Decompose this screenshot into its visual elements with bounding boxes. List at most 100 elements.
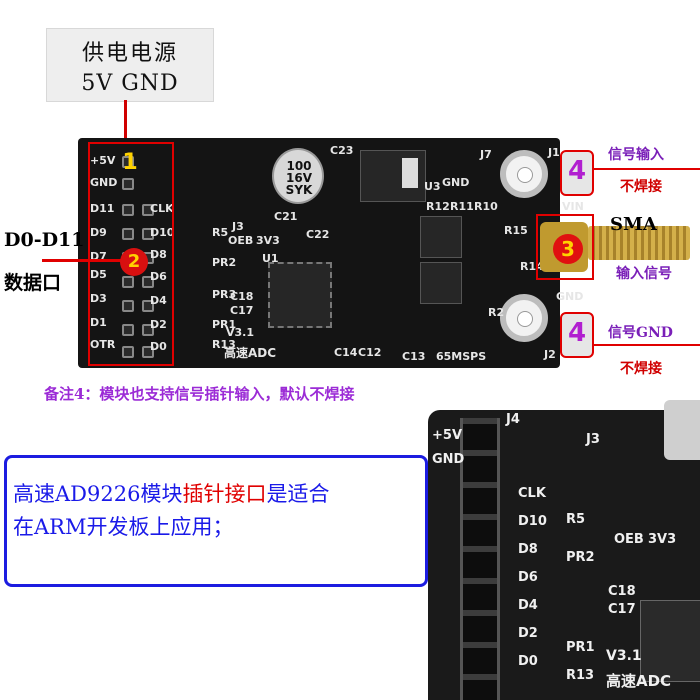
silk-u1: U1 <box>262 252 279 265</box>
adc-chip <box>268 262 332 328</box>
photo-silk-j3: J3 <box>586 432 600 447</box>
power-pins: 5V GND <box>81 71 179 96</box>
callout-3: 3 <box>553 234 583 264</box>
silk-3v3: 3V3 <box>256 234 280 247</box>
header-pin <box>142 276 154 288</box>
photo-silk-version: V3.1 <box>606 648 642 664</box>
silk-j7: J7 <box>480 148 492 161</box>
header-pin <box>122 204 134 216</box>
power-supply-callout: 供电电源 5V GND <box>46 28 214 102</box>
photo-silk-pr2: PR2 <box>566 550 595 565</box>
silk-gnd: GND <box>90 176 118 189</box>
silk-gnd-bottom: GND <box>556 290 584 303</box>
silk-j2: J2 <box>544 348 556 361</box>
silk-d5: D5 <box>90 268 107 281</box>
header-pin <box>142 228 154 240</box>
cap-value: 100 <box>286 159 312 173</box>
silk-r15: R15 <box>504 224 528 237</box>
photo-silk-d4: D4 <box>518 598 538 613</box>
photo-silk-d6: D6 <box>518 570 538 585</box>
opamp-chip <box>420 262 462 304</box>
photo-silk-d2: D2 <box>518 626 538 641</box>
power-pointer-line <box>124 100 127 146</box>
header-pin <box>122 178 134 190</box>
photo-silk-c17: C17 <box>608 602 636 617</box>
header-pin <box>142 300 154 312</box>
signal-input-pointer <box>594 168 700 170</box>
power-title: 供电电源 <box>81 41 178 66</box>
silk-d9: D9 <box>90 226 107 239</box>
photo-silk-r13: R13 <box>566 668 595 683</box>
callout-1: 1 <box>122 150 138 175</box>
capacitor: 100 16V SYK <box>272 148 324 204</box>
header-pin <box>122 346 134 358</box>
header-pin <box>122 228 134 240</box>
photo-silk-oeb: OEB <box>614 532 644 547</box>
header-pin <box>142 204 154 216</box>
desc-line2: 在ARM开发板上应用； <box>13 515 234 539</box>
sma-title: SMA <box>610 214 657 235</box>
silk-c23: C23 <box>330 144 354 157</box>
silk-d3: D3 <box>90 292 107 305</box>
photo-silk-d10: D10 <box>518 514 547 529</box>
photo-silk-d0: D0 <box>518 654 538 669</box>
sma-highlight <box>536 214 594 280</box>
silk-clk: CLK <box>150 202 174 215</box>
photo-silk-j4: J4 <box>506 412 520 427</box>
signal-input-label: 信号输入 <box>608 147 664 163</box>
silk-r10: R10 <box>474 200 498 213</box>
photo-silk-5v: +5V <box>432 428 462 443</box>
closeup-adc-chip <box>640 600 700 682</box>
callout-4-top: 4 <box>568 156 587 186</box>
silk-c13: C13 <box>402 350 426 363</box>
signal-gnd-pad <box>560 312 594 358</box>
silk-speed: 65MSPS <box>436 350 487 363</box>
silk-j1: J1 <box>548 146 560 159</box>
cap-voltage: 16V <box>286 171 312 185</box>
photo-silk-title: 高速ADC <box>606 672 672 690</box>
header-pin <box>142 346 154 358</box>
desc-highlight: 插针接口 <box>182 482 267 506</box>
photo-silk-pr1: PR1 <box>566 640 595 655</box>
silk-u3: U3 <box>424 180 441 193</box>
mounting-hole <box>500 294 548 342</box>
header-pin <box>122 276 134 288</box>
silk-r11: R11 <box>450 200 474 213</box>
data-port-subtitle: 数据口 <box>4 272 62 294</box>
silk-title: 高速ADC <box>224 346 277 360</box>
signal-gnd-note: 不焊接 <box>620 361 662 377</box>
sma-barrel <box>588 226 690 260</box>
silk-gnd-top: GND <box>442 176 470 189</box>
desc-part1: 高速AD9226模块 <box>13 482 183 506</box>
silk-d6: D6 <box>150 270 167 283</box>
photo-silk-r5: R5 <box>566 512 586 527</box>
silk-pr1: PR1 <box>212 318 237 331</box>
silk-vin: VIN <box>562 200 584 213</box>
silk-c18: C18 <box>230 290 254 303</box>
data-port-title: D0-D11 <box>4 229 85 251</box>
signal-gnd-label: 信号GND <box>608 325 673 341</box>
silk-d0: D0 <box>150 340 167 353</box>
closeup-pin-header <box>460 418 500 700</box>
photo-silk-c18: C18 <box>608 584 636 599</box>
callout-2: 2 <box>120 248 148 276</box>
silk-version: V3.1 <box>226 326 254 339</box>
description-box: 高速AD9226模块插针接口是适合 在ARM开发板上应用； <box>4 455 428 587</box>
silk-c12: C12 <box>358 346 382 359</box>
mounting-hole <box>500 150 548 198</box>
regulator-tab <box>402 158 418 188</box>
silk-c17: C17 <box>230 304 254 317</box>
silk-5v: +5V <box>90 154 116 167</box>
photo-silk-d8: D8 <box>518 542 538 557</box>
header-pin <box>122 300 134 312</box>
signal-input-pad <box>560 150 594 196</box>
header-pin <box>122 156 134 168</box>
silk-oeb: OEB <box>228 234 254 247</box>
photo-silk-clk: CLK <box>518 486 546 501</box>
desc-part3: 是适合 <box>266 482 330 506</box>
silk-c14: C14 <box>334 346 358 359</box>
header-highlight <box>88 142 174 366</box>
data-port-pointer <box>42 259 122 262</box>
header-pin <box>142 324 154 336</box>
silk-c22: C22 <box>306 228 330 241</box>
